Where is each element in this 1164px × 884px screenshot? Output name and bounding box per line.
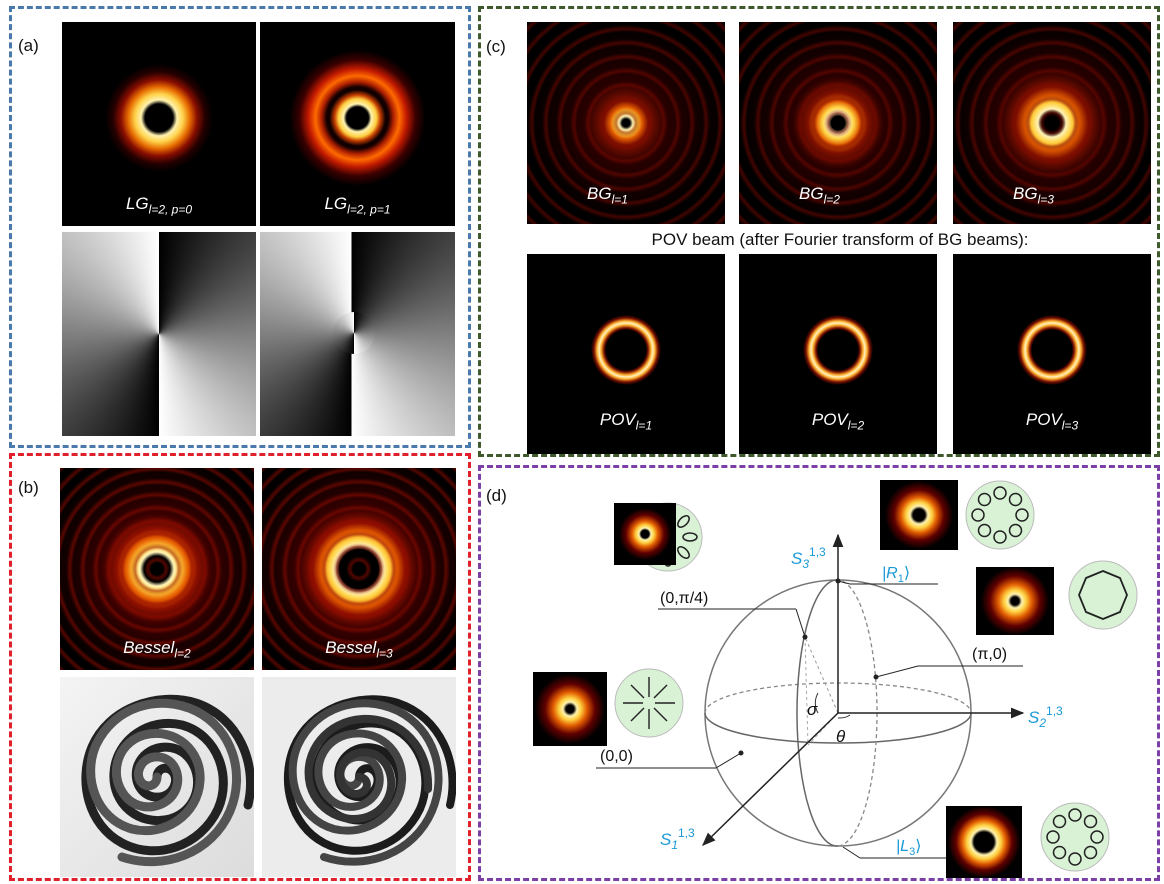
label-sigma: σ: [807, 700, 818, 719]
panel-d-label: (d): [486, 486, 507, 505]
pol-diagram-left: [614, 668, 684, 738]
label-s2: S21,3: [1028, 704, 1063, 730]
panel-b-label: (b): [18, 478, 39, 497]
bg-beam-l2: BGl=2: [739, 22, 937, 224]
label-s3: S31,3: [791, 545, 826, 571]
axis-s1: [702, 712, 839, 846]
bessel-beam-l3: Bessell=3: [262, 468, 456, 670]
bg-caption-l1: BGl=1: [587, 183, 628, 206]
bg-caption-l2: BGl=2: [799, 183, 840, 206]
panel-a-label: (a): [18, 36, 39, 55]
bessel-caption-l2: Bessell=2: [123, 637, 191, 660]
thumb-beam-mid-right: [976, 567, 1054, 635]
bessel-phase-l2: [60, 677, 254, 877]
sphere-equator-front: [704, 712, 972, 744]
lg-beam-p1: LGl=2, p=1: [260, 22, 455, 226]
panel-b: (b): [9, 453, 471, 881]
label-point-0-pi4: (0,π/4): [660, 590, 708, 607]
pov-note: POV beam (after Fourier transform of BG …: [651, 230, 1029, 249]
pov-caption-l1: POVl=1: [599, 409, 653, 432]
lg-beam-p0: LGl=2, p=0: [62, 22, 256, 226]
bg-caption-l3: BGl=3: [1013, 183, 1054, 206]
label-theta: θ: [836, 727, 846, 746]
lg-caption-p1: LGl=2, p=1: [324, 193, 391, 216]
label-l3: |L3⟩: [896, 838, 921, 858]
bessel-phase-l3: [262, 677, 456, 877]
panel-d: (d): [478, 465, 1160, 881]
thumb-beam-left: [533, 672, 607, 746]
pov-beam-l3: POVl=3: [953, 254, 1151, 454]
sphere-meridian-back: [835, 579, 878, 847]
sphere-meridian-front: [796, 579, 839, 847]
bg-beam-l1: BGl=1: [527, 22, 725, 224]
bessel-caption-l3: Bessell=3: [325, 637, 393, 660]
panel-c-label: (c): [486, 37, 506, 56]
pov-beam-l1: POVl=1: [527, 254, 725, 454]
lg-phase-p0: [62, 232, 256, 436]
bessel-beam-l2: Bessell=2: [60, 468, 254, 670]
panel-c: (c): [478, 6, 1160, 457]
bg-beam-l3: BGl=3: [953, 22, 1151, 224]
pov-caption-l2: POVl=2: [811, 409, 865, 432]
lg-phase-p1: [260, 232, 455, 436]
panel-a: (a): [9, 6, 471, 448]
lg-caption-p0: LGl=2, p=0: [125, 193, 193, 216]
pov-beam-l2: POVl=2: [739, 254, 937, 454]
thumb-beam-top-right: [880, 480, 958, 550]
pol-diagram-mid-right: [1068, 560, 1138, 630]
thumb-beam-top-left: [614, 503, 676, 565]
pol-diagram-top-right: [965, 480, 1035, 550]
lg-phase-inner-disc: [333, 312, 375, 354]
label-point-0-0: (0,0): [600, 748, 633, 765]
pol-diagram-bottom-right: [1040, 802, 1110, 872]
label-r1: |R1⟩: [882, 565, 910, 585]
thumb-beam-bottom-right: [946, 806, 1022, 878]
pov-caption-l3: POVl=3: [1025, 409, 1079, 432]
label-point-pi-0: (π,0): [972, 646, 1007, 663]
poincare-sphere-diagram: S31,3 S21,3 S11,3 |R1⟩ |L3⟩ (0,π/4) (π,0…: [596, 480, 1138, 872]
label-s1: S11,3: [660, 826, 695, 852]
